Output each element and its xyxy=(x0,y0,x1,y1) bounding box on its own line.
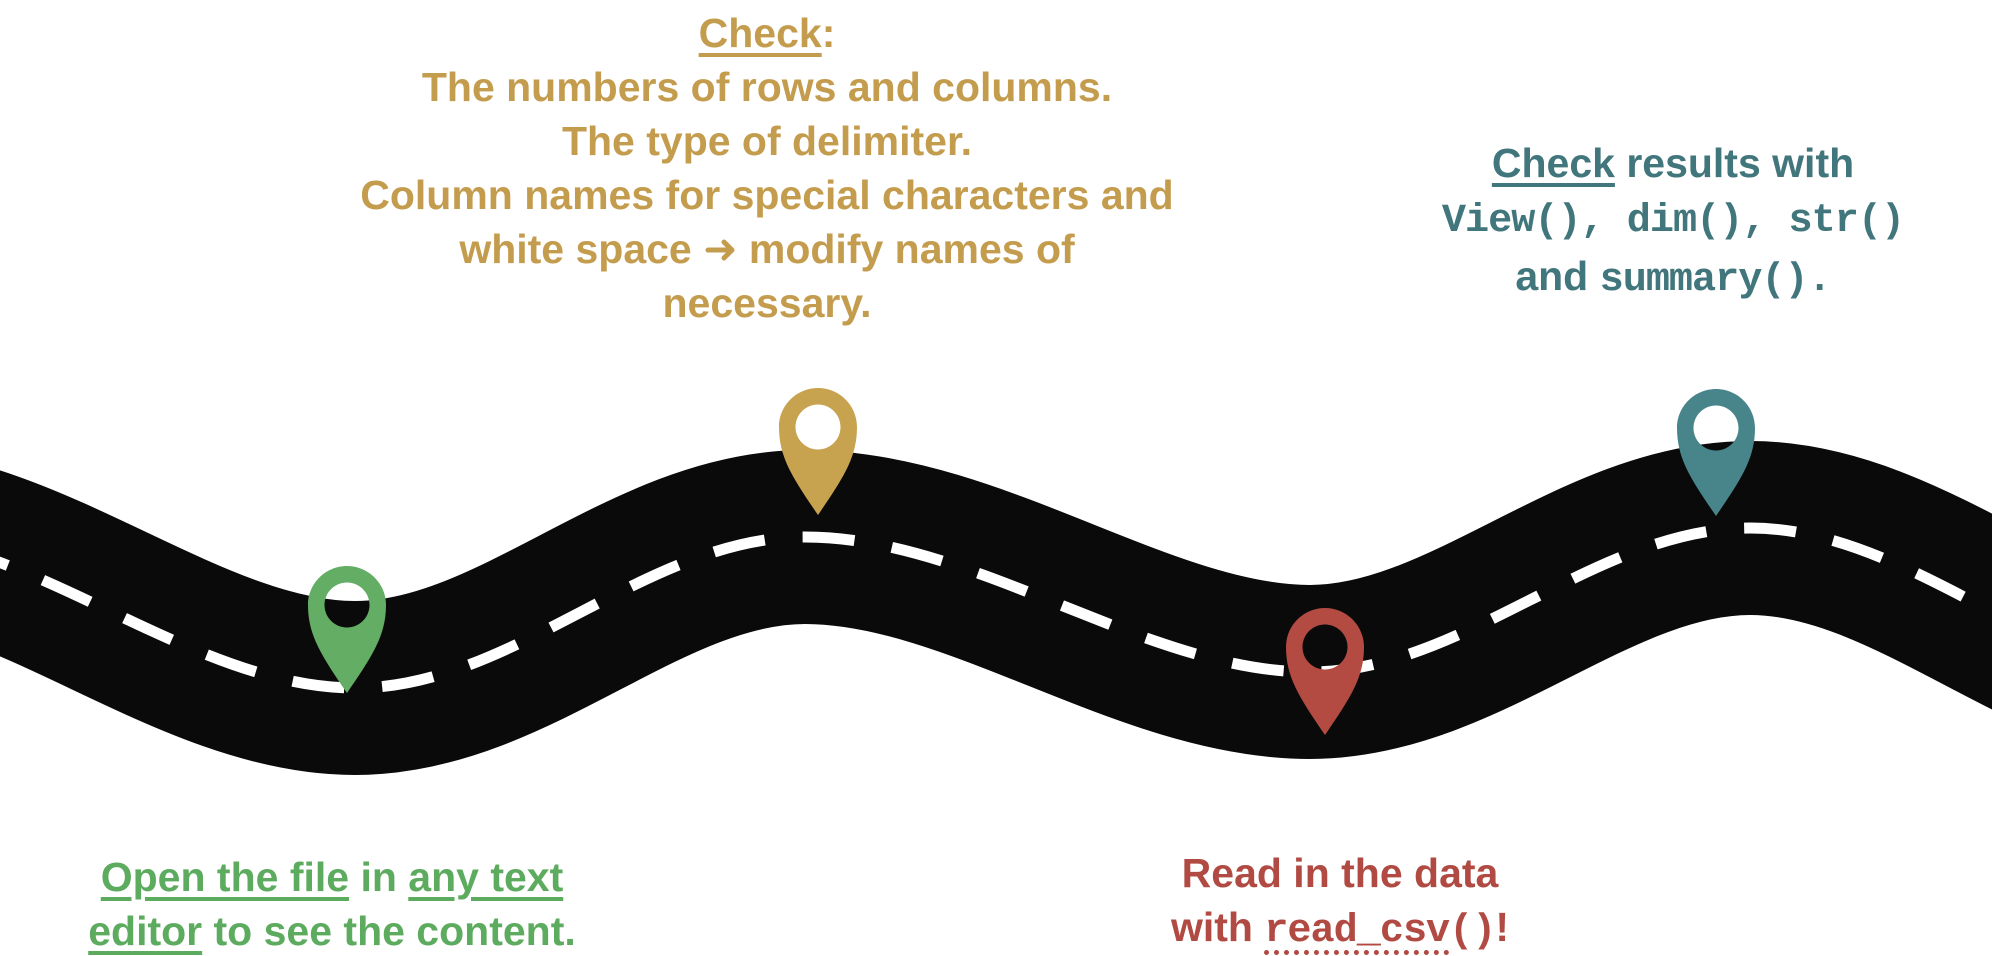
note-line: with read_csv()! xyxy=(1170,904,1510,954)
road-band xyxy=(0,440,1992,776)
right-arrow-icon: ➜ xyxy=(703,225,738,273)
note-line: white space ➜ modify names of xyxy=(459,225,1075,273)
note-line: necessary. xyxy=(662,280,872,326)
note-line: Column names for special characters and xyxy=(360,172,1174,218)
note-line: Check: xyxy=(698,10,836,56)
note-line: Check results with xyxy=(1491,140,1855,186)
note-open-file: Open the file in any text editor to see t… xyxy=(58,850,606,956)
note-line: View(), dim(), str() xyxy=(1441,199,1905,244)
map-pin-check-structure-icon xyxy=(779,388,857,515)
note-read-data: Read in the data with read_csv()! xyxy=(1105,846,1575,956)
note-line: and summary(). xyxy=(1515,253,1831,303)
map-pin-open-file-icon xyxy=(308,566,386,693)
map-pin-check-results-icon xyxy=(1677,389,1755,516)
map-pin-read-data-icon xyxy=(1286,608,1364,735)
note-line: Read in the data xyxy=(1181,850,1499,896)
note-line: The type of delimiter. xyxy=(561,118,973,164)
note-line: editor to see the content. xyxy=(88,908,576,954)
note-line: Open the file in any text xyxy=(100,854,564,900)
note-check-structure: Check: The numbers of rows and columns. Th… xyxy=(278,6,1256,330)
note-line: The numbers of rows and columns. xyxy=(421,64,1113,110)
